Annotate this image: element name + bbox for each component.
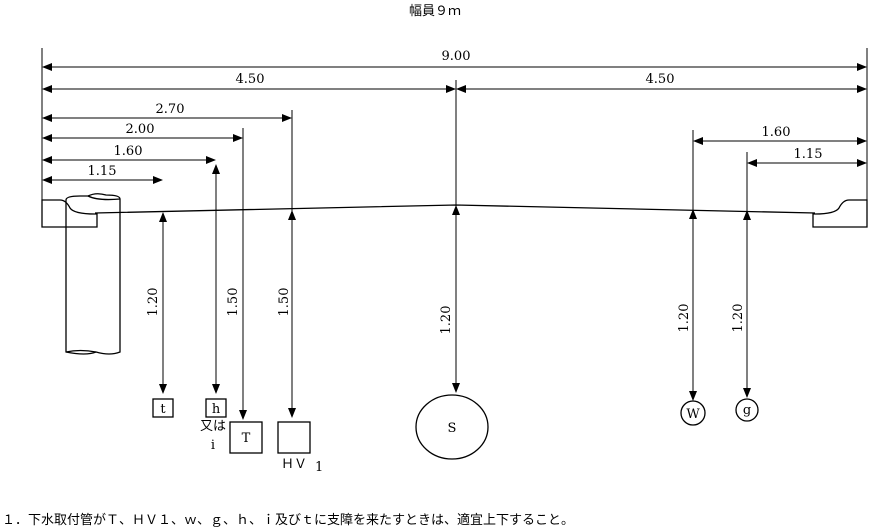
dimension-w-offset: 1.60: [693, 125, 867, 145]
dimension-hv-offset: 2.70: [42, 102, 292, 122]
utility-h: h 又は i: [200, 398, 227, 453]
utility-pole: [65, 193, 121, 355]
dimension-label: 1.60: [762, 125, 791, 140]
depth-line-T: 1.50: [226, 128, 247, 420]
depth-label: 1.20: [731, 304, 746, 333]
footnote: １．下水取付管がＴ、ＨＶ１、ｗ、ｇ、ｈ、ｉ及びｔに支障を来たすときは、適宜上下す…: [2, 512, 574, 528]
utility-g: g: [735, 398, 759, 422]
utility-label: S: [448, 421, 457, 436]
utility-label-i: i: [211, 438, 215, 453]
right-curb: [812, 199, 868, 228]
road-surface: [94, 204, 816, 214]
dimension-half-right: 4.50: [456, 72, 867, 93]
utility-HV: ＨＶ 1: [277, 421, 323, 475]
utility-label: ＨＶ: [281, 457, 307, 472]
utility-label: h: [212, 402, 221, 417]
depth-label: 1.50: [277, 288, 292, 317]
depth-label: 1.20: [677, 304, 692, 333]
dimension-t-offset: 2.00: [42, 122, 243, 142]
depth-line-W: 1.20: [677, 130, 697, 401]
dimension-label: 9.00: [442, 49, 471, 64]
depth-label: 1.20: [439, 306, 454, 335]
dimension-label: 4.50: [236, 72, 265, 87]
dimension-label: 2.70: [156, 102, 185, 117]
utility-W: W: [680, 400, 706, 426]
dimension-label: 2.00: [126, 122, 155, 137]
depth-line-g: 1.20: [731, 152, 751, 398]
utility-label: t: [160, 402, 166, 417]
utility-subscript: 1: [315, 460, 323, 475]
dimension-tt-offset: 1.15: [42, 164, 163, 184]
dimension-label: 1.15: [88, 164, 117, 179]
dimension-half-left: 4.50: [42, 72, 456, 93]
dimension-total: 9.00: [42, 49, 867, 71]
dimension-h-offset: 1.60: [42, 144, 216, 164]
dimension-g-offset: 1.15: [747, 147, 867, 167]
utility-label: W: [686, 407, 700, 422]
utility-T: T: [229, 421, 263, 454]
dimension-label: 4.50: [646, 72, 675, 87]
diagram-title: 幅員９ｍ: [409, 4, 461, 19]
depth-line-S: 1.20: [439, 80, 460, 393]
depth-line-HV: 1.50: [277, 110, 296, 418]
utility-label: T: [242, 431, 251, 446]
left-curb: [41, 199, 98, 228]
utility-label: g: [743, 403, 751, 418]
dimension-label: 1.60: [114, 144, 143, 159]
dimension-label: 1.15: [794, 147, 823, 162]
or-label: 又は: [200, 419, 226, 434]
depth-line-t: 1.20: [146, 212, 167, 394]
utility-t: t: [152, 398, 174, 418]
depth-label: 1.20: [146, 288, 161, 317]
utility-S: S: [415, 394, 489, 460]
depth-label: 1.50: [226, 288, 241, 317]
